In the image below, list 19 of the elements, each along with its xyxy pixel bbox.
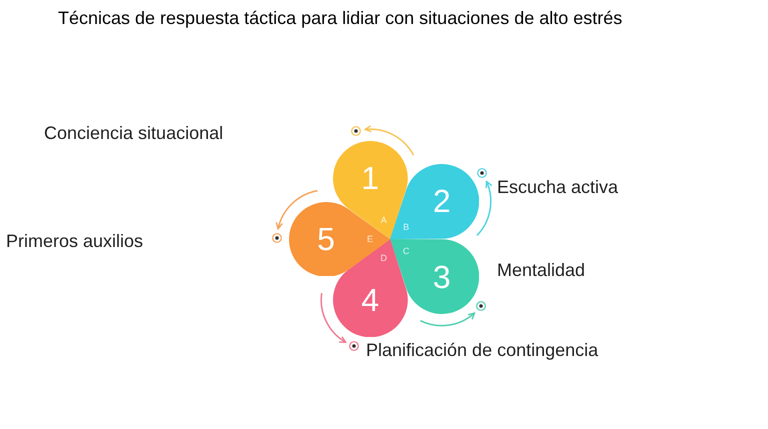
step-label: Escucha activa	[497, 176, 618, 199]
step-number: 2	[432, 184, 451, 218]
step-letter: D	[380, 253, 388, 264]
step-letter: C	[402, 246, 410, 256]
step-letter: E	[366, 234, 373, 244]
step-number: 4	[361, 282, 380, 317]
step-number: 5	[317, 222, 335, 256]
step-letter: B	[403, 222, 410, 232]
step-number: 3	[432, 260, 451, 294]
step-letter: A	[380, 214, 387, 225]
step-number: 1	[361, 161, 380, 196]
step-label: Primeros auxilios	[6, 230, 144, 253]
petal	[390, 164, 480, 239]
petal	[288, 202, 390, 276]
step-label: Planificación de contingencia	[366, 339, 598, 362]
petal	[390, 239, 480, 314]
step-label: Conciencia situacional	[44, 122, 224, 145]
title: Técnicas de respuesta táctica para lidiar con situaciones de alto estrés	[58, 7, 622, 30]
step-label: Mentalidad	[497, 259, 586, 282]
